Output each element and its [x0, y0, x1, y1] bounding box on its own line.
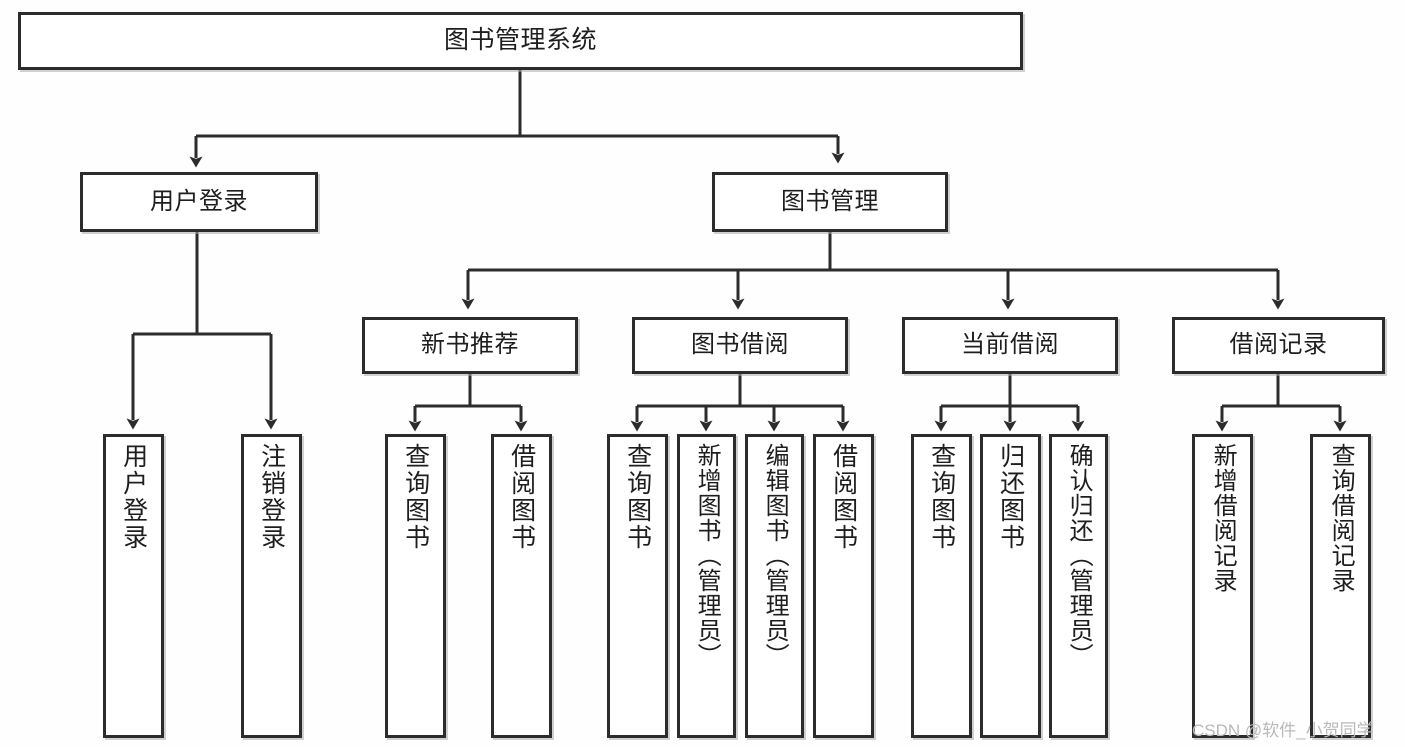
leaf-borrow-book[interactable]: 借阅图书	[813, 434, 874, 738]
node-borrow-record[interactable]: 借阅记录	[1172, 317, 1385, 374]
node-label: 归还图书	[996, 443, 1025, 551]
node-label: 查询借阅记录	[1327, 443, 1355, 593]
node-label: 图书借阅	[691, 331, 789, 359]
node-book-borrow[interactable]: 图书借阅	[632, 317, 848, 374]
node-user-login[interactable]: 用户登录	[80, 172, 318, 232]
node-label: 借阅记录	[1229, 331, 1328, 359]
node-label: 查询图书	[401, 443, 430, 551]
node-label: 当前借阅	[961, 331, 1059, 359]
node-label: 图书管理	[781, 187, 879, 215]
leaf-query-book-current[interactable]: 查询图书	[911, 434, 972, 738]
leaf-add-borrow-record[interactable]: 新增借阅记录	[1192, 434, 1253, 738]
node-label: 新书推荐	[421, 331, 519, 359]
node-current-borrow[interactable]: 当前借阅	[902, 317, 1118, 374]
node-label: 用户登录	[150, 187, 248, 215]
node-label: 查询图书	[623, 443, 652, 551]
leaf-user-login[interactable]: 用户登录	[103, 434, 164, 738]
leaf-add-book-admin[interactable]: 新增图书（管理员）	[677, 434, 736, 738]
node-new-book-recommend[interactable]: 新书推荐	[362, 317, 578, 374]
leaf-borrow-book-recommend[interactable]: 借阅图书	[491, 434, 552, 738]
leaf-return-book[interactable]: 归还图书	[980, 434, 1041, 738]
node-label: 用户登录	[119, 443, 148, 551]
leaf-edit-book-admin[interactable]: 编辑图书（管理员）	[745, 434, 804, 738]
leaf-user-logout[interactable]: 注销登录	[241, 434, 302, 738]
node-label: 编辑图书（管理员）	[761, 443, 789, 668]
node-label: 借阅图书	[507, 443, 536, 551]
node-label: 新增图书（管理员）	[693, 443, 721, 668]
watermark-text: CSDN @软件_小贺同学	[1192, 721, 1374, 740]
node-label: 查询图书	[927, 443, 956, 551]
node-label: 图书管理系统	[443, 26, 597, 55]
leaf-query-book-recommend[interactable]: 查询图书	[385, 434, 446, 738]
node-label: 新增借阅记录	[1209, 443, 1237, 593]
leaf-confirm-return-admin[interactable]: 确认归还（管理员）	[1049, 434, 1108, 738]
node-root-book-management-system[interactable]: 图书管理系统	[18, 12, 1023, 70]
leaf-query-borrow-record[interactable]: 查询借阅记录	[1310, 434, 1371, 738]
node-label: 借阅图书	[829, 443, 858, 551]
leaf-query-book-borrow[interactable]: 查询图书	[607, 434, 668, 738]
node-label: 注销登录	[257, 443, 286, 551]
node-book-management[interactable]: 图书管理	[712, 172, 948, 232]
node-label: 确认归还（管理员）	[1065, 443, 1093, 668]
